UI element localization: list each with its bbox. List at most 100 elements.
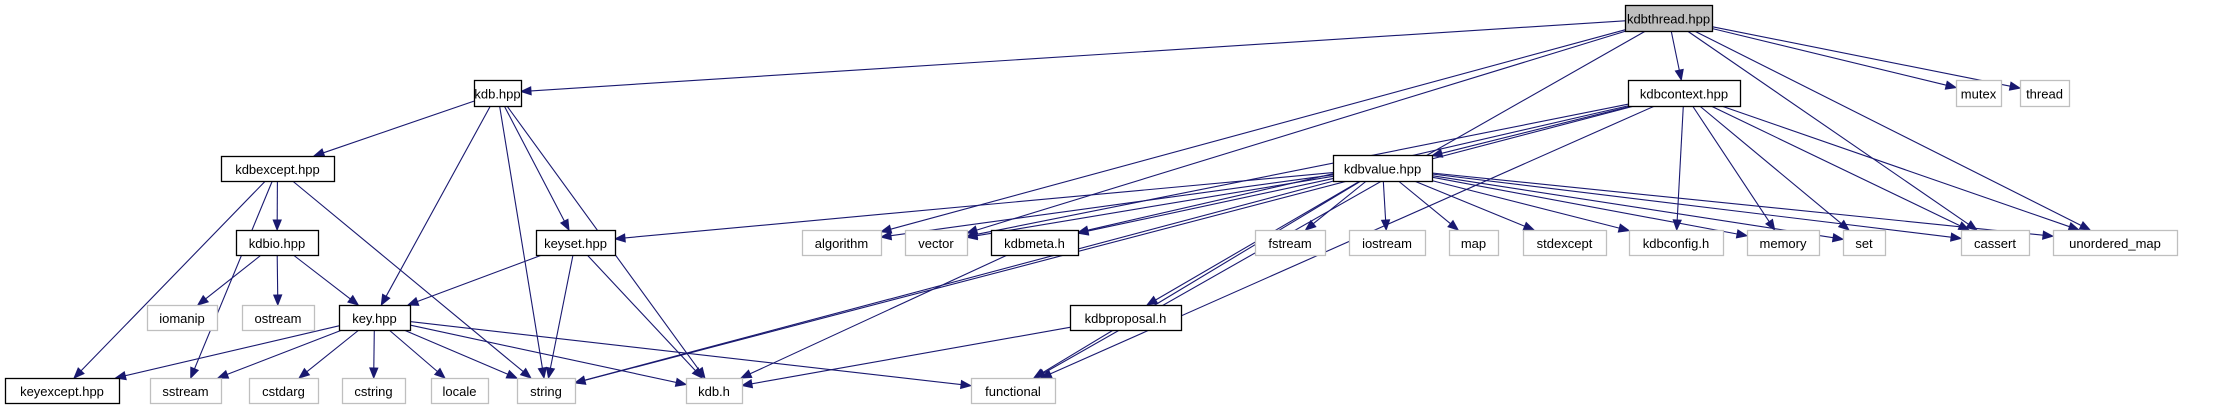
arrowhead-key_hpp-to-sstream [216,369,230,379]
edge-kdbcontext-to-kdbvalue [1441,105,1632,154]
arrowhead-keyset-to-string [545,366,556,380]
edge-kdbvalue-to-functional [1042,180,1362,374]
node-key-hpp[interactable]: key.hpp [338,304,412,332]
edge-kdbcontext-to-vector [976,103,1629,235]
node-ostream: ostream [241,304,316,332]
node-box [149,377,223,405]
edge-kdbthread-to-kdbcontext [1670,30,1680,71]
arrowhead-kdbvalue-to-fstream [1304,219,1317,231]
edge-key_hpp-to-cstdarg [306,329,360,373]
node-sstream: sstream [149,377,223,405]
node-box [685,377,744,405]
node-kdbexcept[interactable]: kdbexcept.hpp [220,155,336,183]
edge-kdbio-to-ostream [276,254,279,296]
node-box [990,229,1080,257]
edge-kdbexcept-to-keyexcept [80,180,266,372]
edge-key_hpp-to-keyexcept [125,325,340,377]
node-box [430,377,490,405]
arrowhead-kdb_hpp-to-string [537,366,547,380]
node-label: kdbconfig.h [1643,236,1710,251]
node-box [338,304,412,332]
arrowhead-key_hpp-to-cstring [369,367,379,380]
node-keyexcept[interactable]: keyexcept.hpp [4,377,121,405]
node-kdbproposal[interactable]: kdbproposal.h [1069,304,1183,332]
node-label: functional [985,384,1041,399]
node-box [248,377,320,405]
node-box [1624,4,1714,33]
node-box [235,229,320,257]
arrowhead-key_hpp-to-cstdarg [298,367,311,379]
node-cstring: cstring [341,377,407,405]
edge-kdbvalue-to-map [1398,180,1451,225]
node-box [473,79,523,108]
arrowhead-kdbexcept-to-kdbio [272,219,282,232]
edge-kdbvalue-to-algorithm [890,174,1334,237]
node-label: kdbmeta.h [1004,236,1065,251]
arrowhead-kdbio-to-iomanip [196,294,210,306]
edge-kdbvalue-to-keyset [624,172,1334,239]
arrowhead-kdbthread-to-mutex [1944,80,1958,90]
arrowhead-kdbthread-to-thread [2008,81,2022,91]
node-box [1448,229,1500,257]
arrowhead-key_hpp-to-locale [433,367,446,379]
node-mutex: mutex [1955,79,2003,108]
arrowhead-kdbvalue-to-set [1831,232,1845,243]
node-label: kdbthread.hpp [1627,12,1710,27]
arrowhead-kdbvalue-to-keyset [613,233,626,243]
node-box [1254,229,1327,257]
arrowhead-kdbvalue-to-cassert [1950,232,1963,242]
edge-kdbthread-to-vector [976,30,1627,231]
edge-kdbexcept-to-sstream [193,180,273,370]
edge-kdbcontext-to-cassert [1710,105,1961,227]
node-kdbcontext[interactable]: kdbcontext.hpp [1627,79,1742,108]
node-map: map [1448,229,1500,257]
edge-kdbthread-to-mutex [1711,27,1947,86]
node-memory: memory [1746,229,1821,257]
node-kdb-hpp[interactable]: kdb.hpp [473,79,523,108]
edge-kdbcontext-to-unordered_map [1721,105,2070,228]
arrowhead-key_hpp-to-kdb_h [674,377,688,387]
node-keyset[interactable]: keyset.hpp [535,229,617,257]
node-label: locale [443,384,477,399]
edge-kdb_hpp-to-kdbexcept [323,100,475,154]
node-kdbvalue[interactable]: kdbvalue.hpp [1332,154,1434,183]
node-box [1522,229,1608,257]
edge-kdbcontext-to-kdbconfig [1676,105,1684,221]
node-kdbio[interactable]: kdbio.hpp [235,229,320,257]
node-box [1955,79,2003,108]
node-label: cstdarg [262,384,305,399]
arrowhead-kdbvalue-to-stdexcept [1522,221,1536,231]
node-label: algorithm [815,236,868,251]
node-label: mutex [1961,87,1997,102]
edge-kdbio-to-key_hpp [292,254,351,300]
arrowhead-kdbio-to-key_hpp [347,294,360,306]
node-label: set [1855,236,1873,251]
node-vector: vector [904,229,969,257]
edge-kdbthread-to-kdb_hpp [530,20,1626,92]
node-label: iostream [1362,236,1412,251]
edge-kdbvalue-to-stdexcept [1414,180,1525,227]
arrowhead-kdbthread-to-kdbcontext [1674,68,1684,82]
arrowhead-kdbvalue-to-kdbconfig [1617,223,1631,233]
node-box [220,155,336,183]
node-label: kdbvalue.hpp [1344,162,1421,177]
edge-key_hpp-to-string [403,329,509,375]
edge-kdbthread-to-algorithm [890,29,1626,230]
arrowhead-kdbexcept-to-string [519,367,532,379]
node-label: key.hpp [352,311,397,326]
arrowhead-kdbvalue-to-kdbmeta [1076,226,1090,236]
arrowhead-keyset-to-key_hpp [406,296,420,306]
edge-kdbthread-to-unordered_map [1694,30,2082,226]
edge-kdbmeta-to-kdb_h [749,254,1008,375]
node-kdbmeta[interactable]: kdbmeta.h [990,229,1080,257]
node-kdbthread[interactable]: kdbthread.hpp [1624,4,1714,33]
arrowhead-kdbvalue-to-map [1447,219,1460,231]
edge-kdbvalue-to-fstream [1312,180,1367,225]
node-label: fstream [1268,236,1311,251]
edge-kdbio-to-iomanip [205,254,262,300]
edges-layer [73,20,2092,390]
arrowhead-keyset-to-kdb_h [691,367,704,379]
node-label: vector [918,236,954,251]
node-label: kdb.h [698,384,730,399]
